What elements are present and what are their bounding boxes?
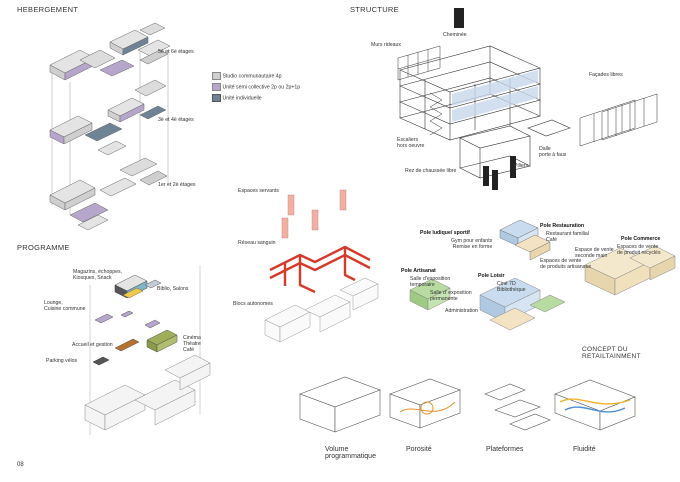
label-espaces-servants: Espaces servants <box>238 188 279 194</box>
label-dalle: Dalle porte à faux <box>539 146 567 158</box>
level-label-5-6: 5è et 6è étages <box>158 49 194 55</box>
label-magasins: Magazins, échoppes, Kiosques, Snack <box>73 269 123 281</box>
legend-swatch-individuelle <box>212 94 221 102</box>
label-expo-permanente: Salle d' exposition permanente <box>430 290 472 302</box>
pole-commerce-title: Pole Commerce <box>621 236 661 242</box>
concept-volume: Volume programmatique <box>325 446 376 460</box>
label-piliers: Piliers <box>514 163 529 169</box>
pole-artisanat-title: Pole Artisanat <box>401 268 436 274</box>
pole-artisanat-items: Salle d'exposition temporaire <box>410 276 451 288</box>
label-blocs-autonomes: Blocs autonomes <box>233 301 273 307</box>
legend-label-semi: Unité semi collective 2p ou 2p+1p <box>222 84 301 91</box>
level-label-1-2: 1er et 2è étages <box>158 182 196 188</box>
hebergement-diagram <box>49 22 171 231</box>
label-cinema: Cinéma Théatre Café <box>183 335 201 353</box>
programme-title: PROGRAMME <box>17 243 70 252</box>
structure-title: STRUCTURE <box>350 5 399 14</box>
label-administration: Administration <box>445 308 478 314</box>
label-lounge: Lounge, Cuisine commune <box>44 300 86 312</box>
label-vente-seconde-main: Espace de vente seconde main <box>575 247 614 259</box>
concept-porosite: Porosité <box>406 446 432 453</box>
concept-diagram <box>299 376 636 433</box>
poles-diagram <box>409 219 676 331</box>
pole-restauration-items: Restaurant familial Café <box>546 231 589 243</box>
page-number: 08 <box>17 462 24 468</box>
pole-loisir-title: Pole Loisir <box>478 273 505 279</box>
legend-label-studio: Studio communautaire 4p <box>222 73 282 80</box>
label-cheminee: Cheminée <box>443 32 467 38</box>
reseau-diagram <box>264 189 379 343</box>
pole-commerce-items: Espaces de vente de produit recyclés <box>617 244 661 256</box>
label-biblio: Biblio, Salons <box>157 286 189 292</box>
legend-swatch-studio <box>212 72 221 80</box>
concept-plateformes: Plateformes <box>486 446 524 453</box>
structure-diagram <box>397 8 658 190</box>
label-reseau-sanguin: Réseau sanguin <box>238 240 276 246</box>
label-vente-artisanaux: Espaces de vente de produits artisanaux <box>540 258 592 270</box>
label-escaliers: Escaliers hors oeuvre <box>397 137 425 149</box>
pole-restauration-title: Pole Restauration <box>540 223 585 229</box>
legend-label-individuelle: Unité individuelle <box>222 95 262 102</box>
label-rdc: Rez de chaussée libre <box>405 168 457 174</box>
label-facades-libres: Façades libres <box>589 72 623 78</box>
label-murs-rideaux: Murs rideaux <box>371 42 401 48</box>
pole-ludique-title: Pole ludique/ sportif <box>420 230 470 236</box>
hebergement-title: HEBERGEMENT <box>17 5 79 14</box>
legend-swatch-semi <box>212 83 221 91</box>
concept-fluidite: Fluidité <box>573 446 596 453</box>
pole-loisir-items: Ciné 7D Bibliothèque <box>497 281 526 293</box>
level-label-3-4: 3è et 4è étages <box>158 117 194 123</box>
programme-diagram <box>84 265 211 435</box>
label-accueil: Accueil et gestion <box>72 342 113 348</box>
label-parking: Parking vélos <box>46 358 78 364</box>
concept-title: CONCEPT DU RETAILTAINMENT <box>582 346 641 360</box>
pole-ludique-items: Gym pour enfants Remise en forme <box>451 238 493 250</box>
